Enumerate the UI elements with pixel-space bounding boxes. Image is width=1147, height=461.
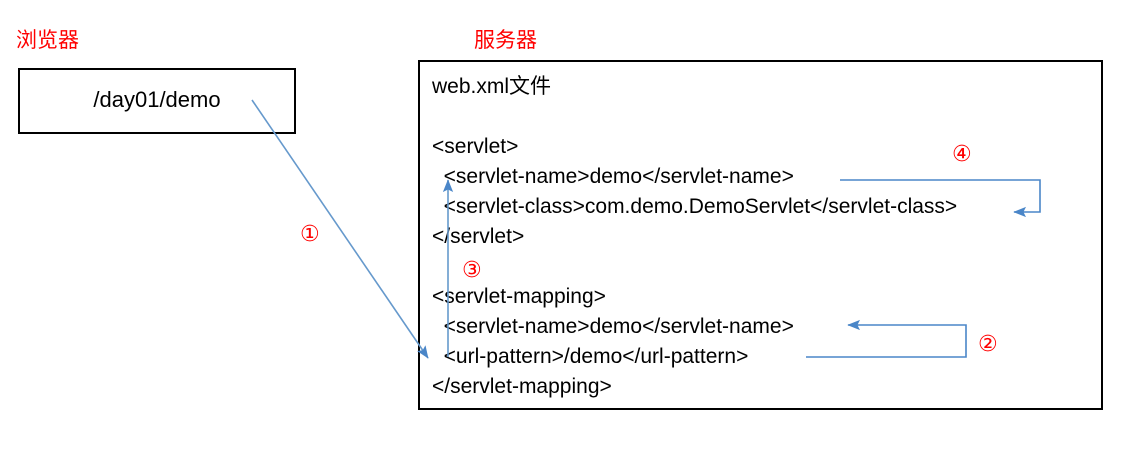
code-line-blank-1 xyxy=(432,102,1097,132)
step-marker-3: ③ xyxy=(462,258,482,283)
browser-url-text: /day01/demo xyxy=(93,87,221,112)
code-line-blank-2 xyxy=(432,252,1097,282)
step-marker-2: ② xyxy=(978,332,998,357)
code-line-servlet-close: </servlet> xyxy=(432,225,525,248)
code-line-url-pattern: <url-pattern>/demo</url-pattern> xyxy=(432,345,749,368)
code-line-servlet-name-2: <servlet-name>demo</servlet-name> xyxy=(432,315,794,338)
code-line-webxml-file: web.xml文件 xyxy=(432,75,552,98)
webxml-code-block: web.xml文件 <servlet> <servlet-name>demo</… xyxy=(432,72,1097,406)
step-marker-4: ④ xyxy=(952,142,972,167)
code-line-servlet-class: <servlet-class>com.demo.DemoServlet</ser… xyxy=(432,195,958,218)
browser-section-title: 浏览器 xyxy=(16,28,79,52)
arrow-1-request-path xyxy=(251,99,429,359)
code-line-mapping-open: <servlet-mapping> xyxy=(432,285,606,308)
server-webxml-box: web.xml文件 <servlet> <servlet-name>demo</… xyxy=(418,60,1103,410)
server-section-title: 服务器 xyxy=(474,28,537,52)
code-line-servlet-open: <servlet> xyxy=(432,135,519,158)
code-line-mapping-close: </servlet-mapping> xyxy=(432,375,612,398)
step-marker-1: ① xyxy=(300,222,320,247)
browser-url-box: /day01/demo xyxy=(18,68,296,134)
code-line-servlet-name-1: <servlet-name>demo</servlet-name> xyxy=(432,165,794,188)
